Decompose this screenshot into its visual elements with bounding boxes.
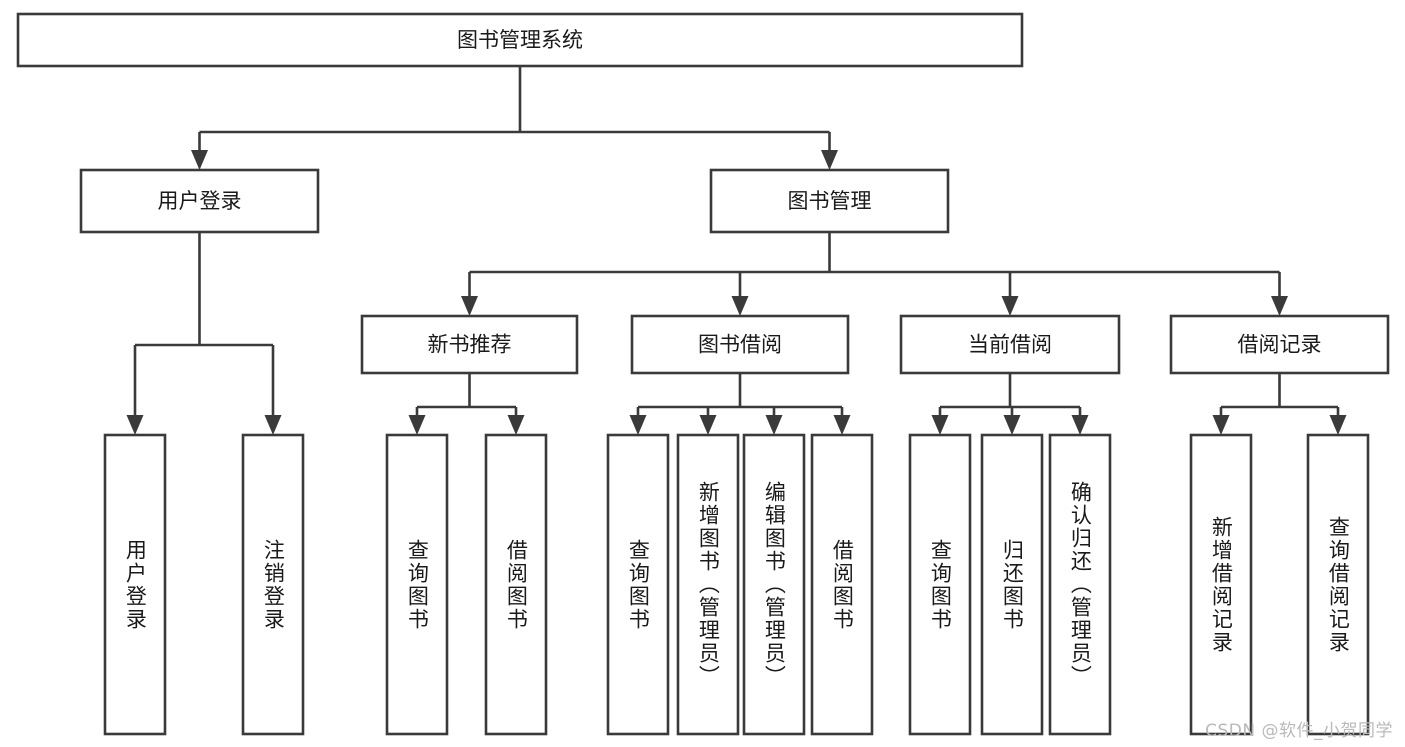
arrow-head-down [126, 415, 144, 435]
arrow-head-down [731, 296, 749, 316]
arrow-head-down [1271, 296, 1288, 316]
node-box-level3-2[interactable] [899, 314, 1121, 375]
node-box-level3-0[interactable] [360, 314, 579, 375]
arrow-head-down [408, 415, 426, 435]
node-label-level2-0: 用户登录 [158, 189, 242, 213]
arrow-head-down [191, 150, 208, 170]
arrow-head-down [821, 150, 838, 170]
arrow-head-down [1212, 415, 1230, 435]
node-box-level2-1[interactable] [709, 168, 950, 234]
node-label-level2-1: 图书管理 [788, 189, 872, 213]
box-layer [16, 12, 1390, 736]
arrow-head-down [1071, 415, 1089, 435]
leaf-box-11[interactable] [1189, 433, 1253, 736]
node-box-level3-3[interactable] [1169, 314, 1390, 375]
node-box-root[interactable] [16, 12, 1024, 68]
leaf-box-9[interactable] [980, 433, 1044, 736]
arrow-head-down [461, 296, 478, 316]
leaf-box-0[interactable] [103, 433, 167, 736]
arrow-head-down [507, 415, 525, 435]
node-label-level3-1: 图书借阅 [698, 333, 782, 357]
leaf-box-10[interactable] [1048, 433, 1112, 736]
leaf-box-6[interactable] [742, 433, 806, 736]
connector-layer [126, 66, 1347, 435]
leaf-box-12[interactable] [1306, 433, 1370, 736]
leaf-box-5[interactable] [676, 433, 740, 736]
arrow-head-down [931, 415, 949, 435]
leaf-box-1[interactable] [241, 433, 305, 736]
arrow-head-down [1001, 296, 1019, 316]
node-label-level3-0: 新书推荐 [428, 333, 512, 357]
node-label-level3-3: 借阅记录 [1238, 333, 1322, 357]
arrow-head-down [699, 415, 717, 435]
arrow-head-down [765, 415, 783, 435]
arrow-head-down [629, 415, 647, 435]
arrow-head-down [264, 415, 282, 435]
leaf-box-8[interactable] [908, 433, 972, 736]
arrow-head-down [1329, 415, 1347, 435]
leaf-box-4[interactable] [606, 433, 670, 736]
node-label-root: 图书管理系统 [457, 28, 583, 52]
node-label-level3-2: 当前借阅 [968, 333, 1052, 357]
node-box-level3-1[interactable] [630, 314, 850, 375]
leaf-box-3[interactable] [484, 433, 548, 736]
node-box-level2-0[interactable] [79, 168, 320, 234]
leaf-box-7[interactable] [810, 433, 874, 736]
arrow-head-down [1003, 415, 1021, 435]
arrow-head-down [833, 415, 851, 435]
leaf-box-2[interactable] [385, 433, 449, 736]
watermark-text: CSDN @软件_小贺同学 [1205, 721, 1393, 741]
